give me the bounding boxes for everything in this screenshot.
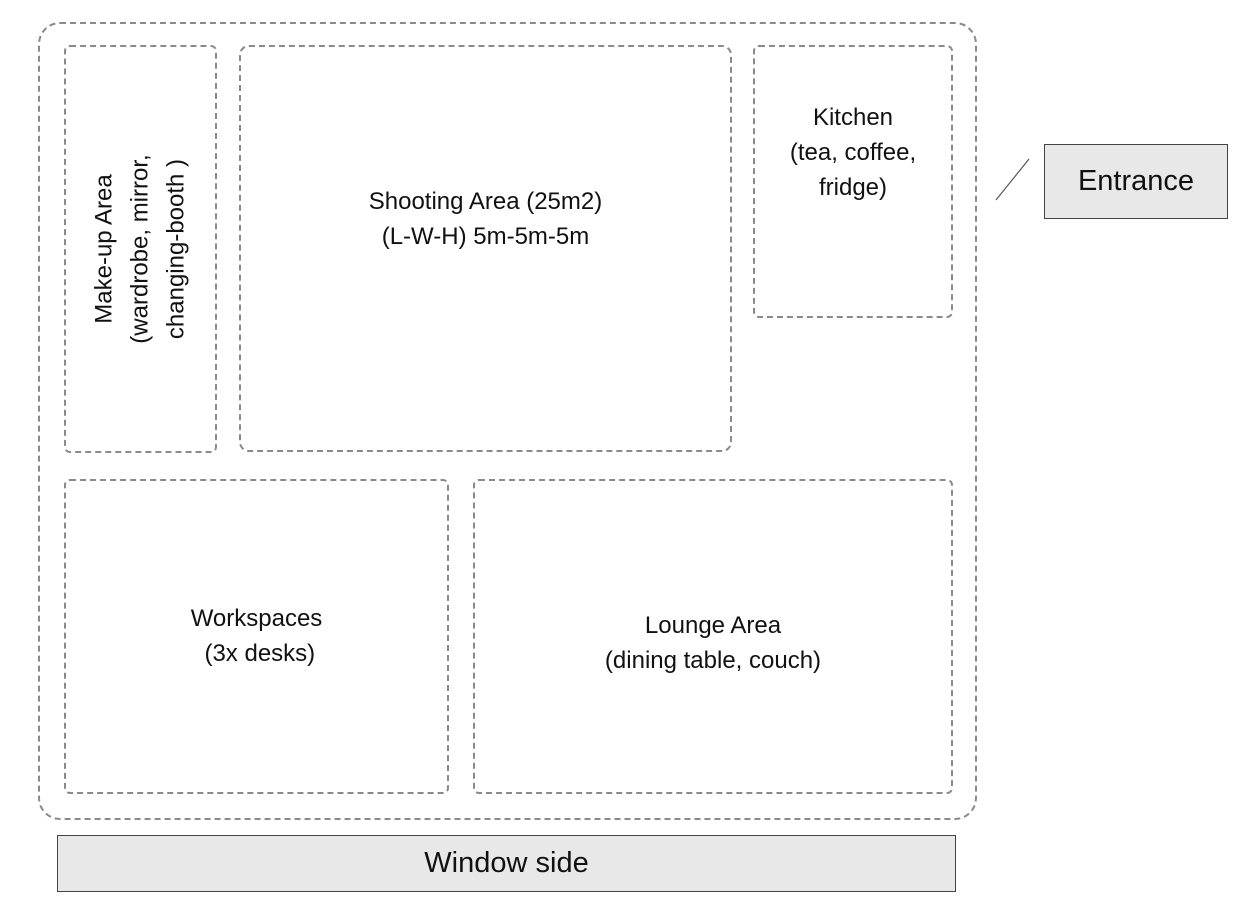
lounge-area-label: Lounge Area (dining table, couch): [605, 608, 821, 678]
makeup-area-detail-1: (wardrobe, mirror,: [126, 154, 154, 344]
shooting-area-zone: Shooting Area (25m2) (L-W-H) 5m-5m-5m: [239, 45, 732, 452]
kitchen-zone: Kitchen (tea, coffee, fridge): [753, 45, 953, 318]
floor-plan-outline: [38, 22, 977, 820]
lounge-area-detail: (dining table, couch): [604, 646, 822, 674]
makeup-area-label: Make-up Area (wardrobe, mirror, changing…: [87, 154, 195, 343]
window-side-label: Window side: [57, 835, 956, 892]
entrance-label: Entrance: [1044, 144, 1228, 219]
makeup-area-detail-2: changing-booth ): [162, 158, 190, 340]
makeup-area-zone: Make-up Area (wardrobe, mirror, changing…: [64, 45, 217, 453]
kitchen-title: Kitchen: [812, 104, 894, 131]
kitchen-detail-1: (tea, coffee,: [789, 139, 917, 166]
workspaces-zone: Workspaces (3x desks): [64, 479, 449, 794]
lounge-area-zone: Lounge Area (dining table, couch): [473, 479, 953, 794]
entrance-connector-line: [995, 158, 1030, 201]
shooting-area-title: Shooting Area (25m2): [368, 187, 603, 215]
kitchen-detail-2: fridge): [818, 174, 888, 201]
lounge-area-title: Lounge Area: [644, 611, 782, 639]
workspaces-label: Workspaces (3x desks): [191, 601, 323, 671]
makeup-area-title: Make-up Area: [90, 174, 118, 324]
shooting-area-label: Shooting Area (25m2) (L-W-H) 5m-5m-5m: [369, 184, 602, 254]
kitchen-label: Kitchen (tea, coffee, fridge): [790, 100, 916, 205]
workspaces-title: Workspaces: [190, 604, 323, 632]
shooting-area-dimensions: (L-W-H) 5m-5m-5m: [381, 222, 590, 250]
workspaces-detail: (3x desks): [197, 639, 316, 667]
